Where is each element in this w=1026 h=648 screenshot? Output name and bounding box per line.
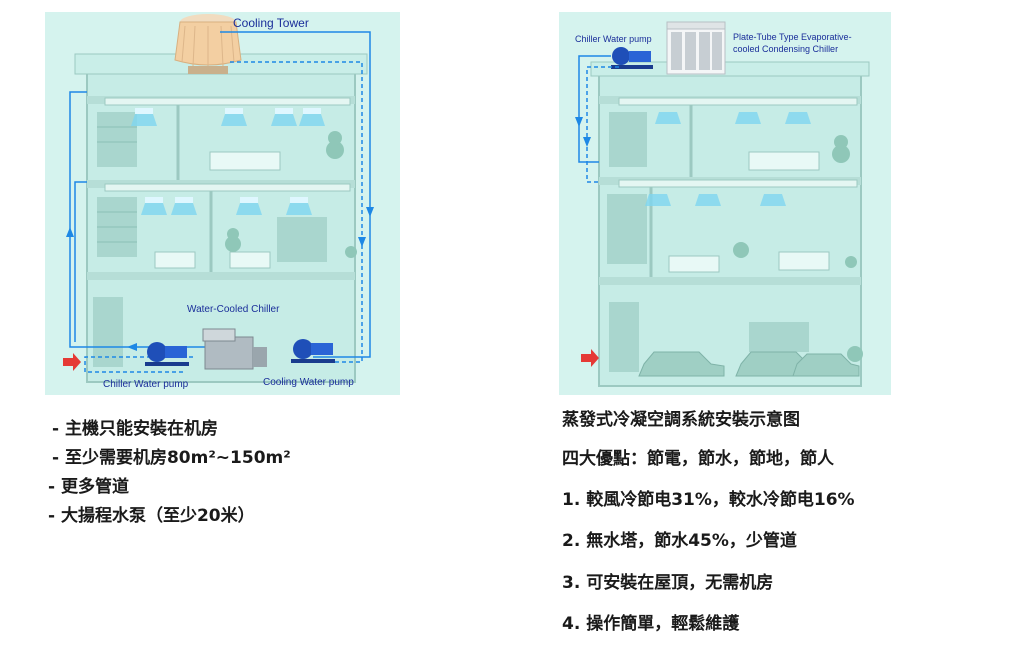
left-note-3: - 更多管道 — [48, 477, 129, 497]
left-note-2: - 至少需要机房80m²~150m² — [52, 448, 291, 468]
evaporative-chiller-unit — [666, 21, 726, 75]
evaporative-system-diagram: Chiller Water pump Plate-Tube Type Evapo… — [559, 12, 891, 395]
left-note-4: - 大揚程水泵（至少20米） — [48, 506, 255, 526]
evaporative-building-illustration — [575, 21, 870, 387]
cooling-water-pump-unit — [291, 339, 335, 363]
label-chiller-water-pump: Chiller Water pump — [103, 379, 189, 390]
left-note-1: - 主機只能安裝在机房 — [52, 419, 218, 439]
water-cooled-chiller-unit — [202, 328, 267, 370]
label-cooling-water-pump: Cooling Water pump — [263, 377, 354, 388]
label-condensing-chiller-line1: Plate-Tube Type Evaporative- — [733, 32, 852, 42]
label-condensing-chiller-line2: cooled Condensing Chiller — [733, 44, 839, 54]
water-cooled-system-diagram: Cooling Tower Water-Cooled Chiller Chill… — [45, 12, 400, 395]
right-subtitle: 四大優點：節電，節水，節地，節人 — [562, 449, 834, 469]
right-point-3: 3. 可安裝在屋頂，无需机房 — [562, 573, 774, 593]
right-point-1: 1. 較風冷節电31%，較水冷節电16% — [562, 490, 855, 510]
right-point-2: 2. 無水塔，節水45%，少管道 — [562, 531, 797, 551]
right-title: 蒸發式冷凝空調系統安裝示意图 — [562, 410, 800, 430]
label-water-cooled-chiller: Water-Cooled Chiller — [187, 304, 280, 315]
label-cooling-tower: Cooling Tower — [233, 16, 309, 30]
inlet-arrow — [581, 349, 599, 367]
right-point-4: 4. 操作簡單，輕鬆維護 — [562, 614, 740, 634]
water-cooled-building-illustration — [63, 14, 374, 383]
chiller-water-pump-unit — [145, 342, 189, 366]
roof-chiller-pump-unit — [611, 47, 653, 69]
parked-cars — [638, 351, 860, 377]
inlet-arrow — [63, 353, 81, 371]
label-chiller-water-pump: Chiller Water pump — [575, 34, 652, 44]
